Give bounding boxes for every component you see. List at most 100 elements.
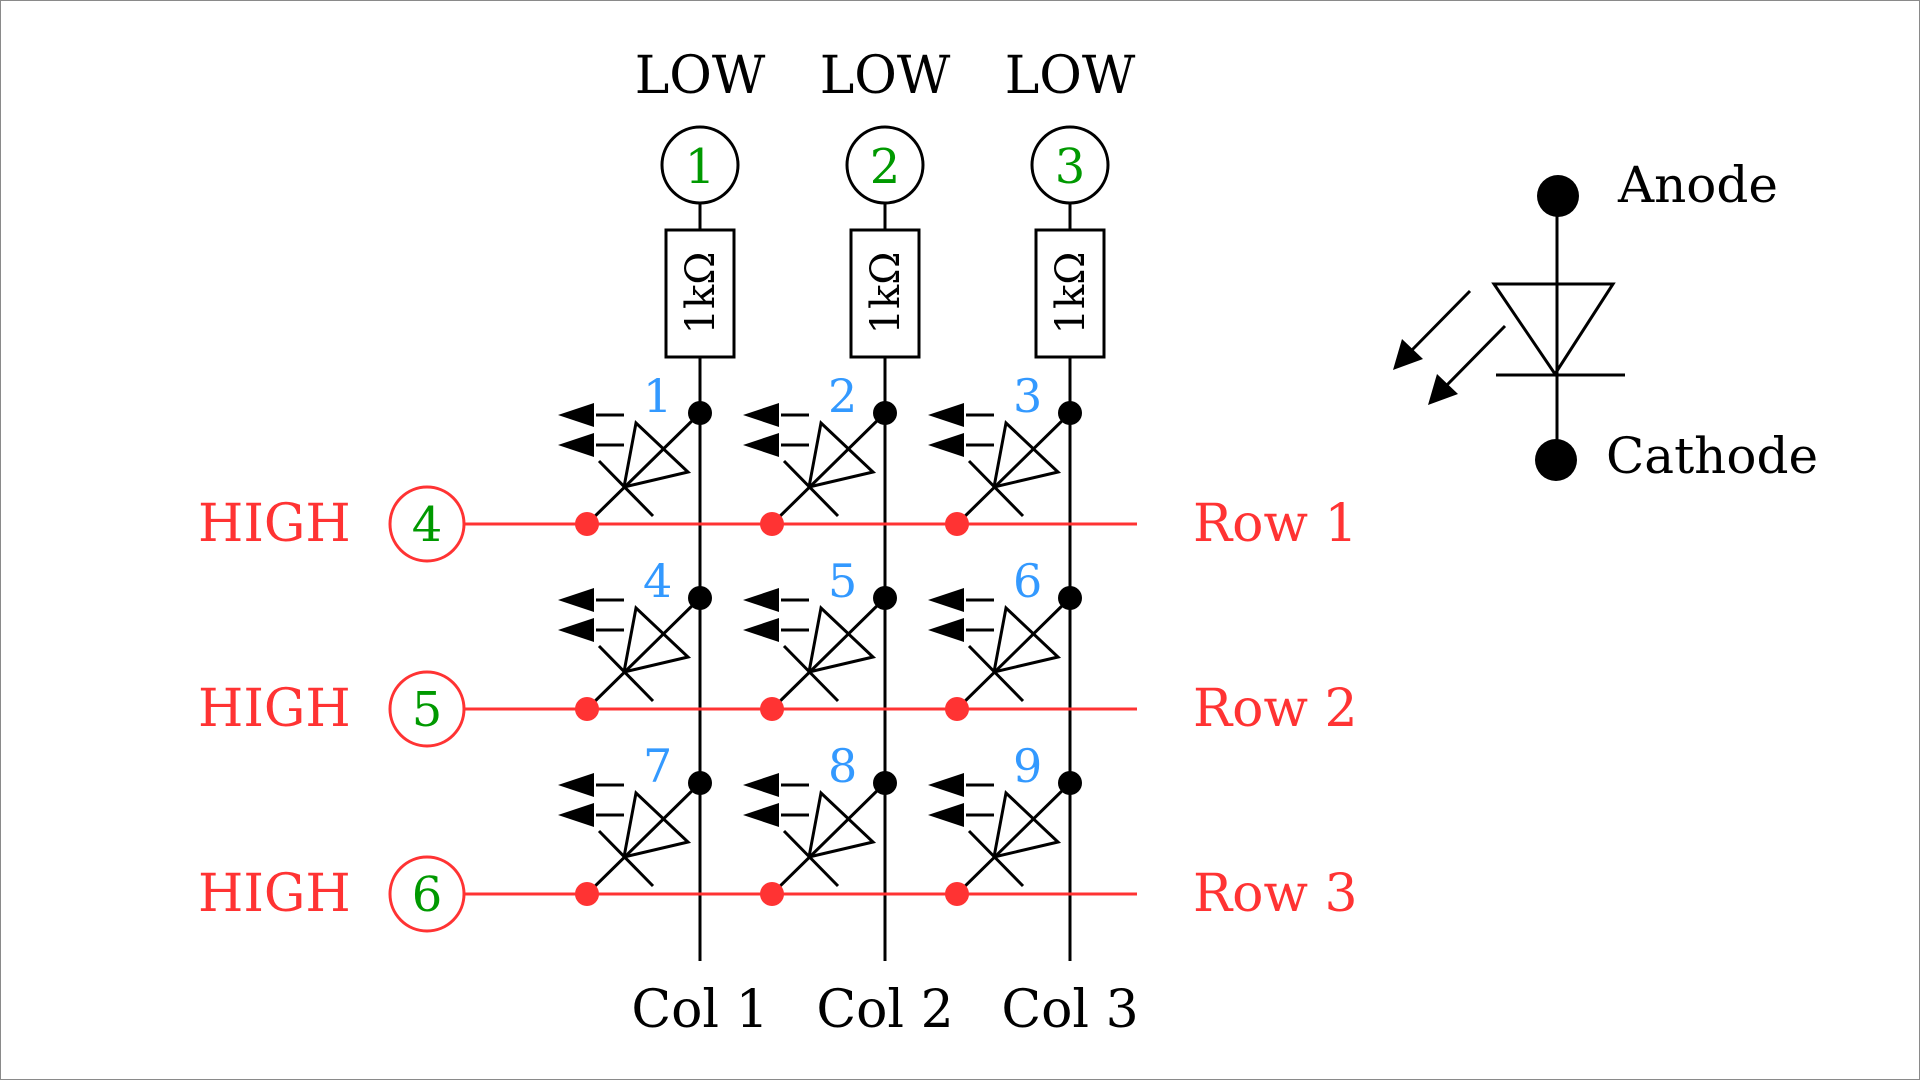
led-lead-wire: [770, 596, 887, 711]
anode-label: Anode: [1617, 156, 1778, 214]
resistor-value: 1kΩ: [863, 252, 909, 335]
cathode-bar-icon: [967, 829, 1025, 888]
diode-triangle-icon: [992, 605, 1062, 674]
row-junction-dot: [760, 882, 784, 906]
led-number: 2: [828, 369, 857, 423]
light-emission-arrow-icon: [558, 403, 624, 427]
column-3: LOW 3 1kΩ Col 3: [1001, 46, 1138, 1040]
cathode-label: Cathode: [1606, 427, 1818, 485]
diode-triangle-icon: [622, 420, 692, 489]
led: 9: [928, 739, 1082, 906]
led-lead-wire: [770, 781, 887, 896]
row-1: HIGH 4 Row 1: [198, 485, 1358, 563]
row-label: Row 3: [1193, 864, 1358, 924]
column-state-label: LOW: [635, 46, 766, 106]
row-state-label: HIGH: [198, 494, 351, 554]
column-2: LOW 2 1kΩ Col 2: [816, 46, 953, 1040]
light-emission-arrow-icon: [928, 773, 994, 797]
column-state-label: LOW: [1005, 46, 1136, 106]
cathode-bar-icon: [782, 459, 840, 518]
row-junction-dot: [945, 512, 969, 536]
light-emission-arrow-icon: [1428, 324, 1507, 405]
column-junction-dot: [1058, 771, 1082, 795]
row-junction-dot: [575, 512, 599, 536]
row-pin-number: 6: [412, 867, 443, 923]
cathode-bar-icon: [782, 829, 840, 888]
diode-triangle-icon: [992, 790, 1062, 859]
led-number: 6: [1013, 554, 1042, 608]
diode-triangle-icon: [992, 420, 1062, 489]
diode-triangle-icon: [622, 605, 692, 674]
column-label: Col 2: [816, 980, 953, 1040]
row-3: HIGH 6 Row 3: [198, 855, 1358, 933]
row-pin-number: 5: [412, 682, 443, 738]
led-lead-wire: [770, 411, 887, 526]
led: 6: [928, 554, 1082, 721]
light-emission-arrow-icon: [743, 588, 809, 612]
led-number: 7: [643, 739, 672, 793]
anode-terminal-icon: [1537, 175, 1579, 217]
led: 2: [743, 369, 897, 536]
light-emission-arrow-icon: [558, 618, 624, 642]
column-junction-dot: [1058, 586, 1082, 610]
cathode-bar-icon: [597, 644, 655, 703]
row-pin-number: 4: [412, 497, 443, 553]
light-emission-arrow-icon: [558, 433, 624, 457]
light-emission-arrow-icon: [558, 803, 624, 827]
column-pin-number: 2: [870, 139, 901, 195]
diode-triangle-icon: [807, 790, 877, 859]
led-lead-wire: [955, 596, 1072, 711]
resistor: [664, 228, 736, 359]
row-state-label: HIGH: [198, 679, 351, 739]
row-state-label: HIGH: [198, 864, 351, 924]
diode-triangle-icon: [1491, 282, 1616, 377]
column-pin-number: 3: [1055, 139, 1086, 195]
column-junction-dot: [1058, 401, 1082, 425]
column-state-label: LOW: [820, 46, 951, 106]
cathode-bar-icon: [782, 644, 840, 703]
led-number: 5: [828, 554, 857, 608]
diode-triangle-icon: [622, 790, 692, 859]
led-number: 8: [828, 739, 857, 793]
light-emission-arrow-icon: [928, 618, 994, 642]
led-legend: Anode Cathode: [1393, 156, 1818, 485]
led-lead-wire: [585, 781, 702, 896]
led: 4: [558, 554, 712, 721]
row-junction-dot: [760, 512, 784, 536]
column-junction-dot: [873, 401, 897, 425]
light-emission-arrow-icon: [743, 773, 809, 797]
led-number: 9: [1013, 739, 1042, 793]
light-emission-arrow-icon: [743, 803, 809, 827]
led: 1: [558, 369, 712, 536]
row-junction-dot: [575, 882, 599, 906]
row-2: HIGH 5 Row 2: [198, 670, 1358, 748]
light-emission-arrow-icon: [928, 588, 994, 612]
cathode-bar-icon: [967, 459, 1025, 518]
led-number: 1: [643, 369, 672, 423]
light-emission-arrow-icon: [743, 433, 809, 457]
led: 3: [928, 369, 1082, 536]
light-emission-arrow-icon: [743, 403, 809, 427]
resistor: [1034, 228, 1106, 359]
led-lead-wire: [955, 411, 1072, 526]
light-emission-arrow-icon: [558, 773, 624, 797]
led: 8: [743, 739, 897, 906]
cathode-bar-icon: [597, 459, 655, 518]
column-junction-dot: [873, 771, 897, 795]
column-junction-dot: [688, 401, 712, 425]
diode-triangle-icon: [807, 605, 877, 674]
resistor-value: 1kΩ: [678, 252, 724, 335]
light-emission-arrow-icon: [558, 588, 624, 612]
light-emission-arrow-icon: [928, 803, 994, 827]
led: 5: [743, 554, 897, 721]
cathode-terminal-icon: [1535, 439, 1577, 481]
led: 7: [558, 739, 712, 906]
row-label: Row 1: [1193, 494, 1358, 554]
column-junction-dot: [688, 586, 712, 610]
led-number: 3: [1013, 369, 1042, 423]
column-pin-number: 1: [685, 139, 716, 195]
cathode-bar-icon: [967, 644, 1025, 703]
row-junction-dot: [760, 697, 784, 721]
